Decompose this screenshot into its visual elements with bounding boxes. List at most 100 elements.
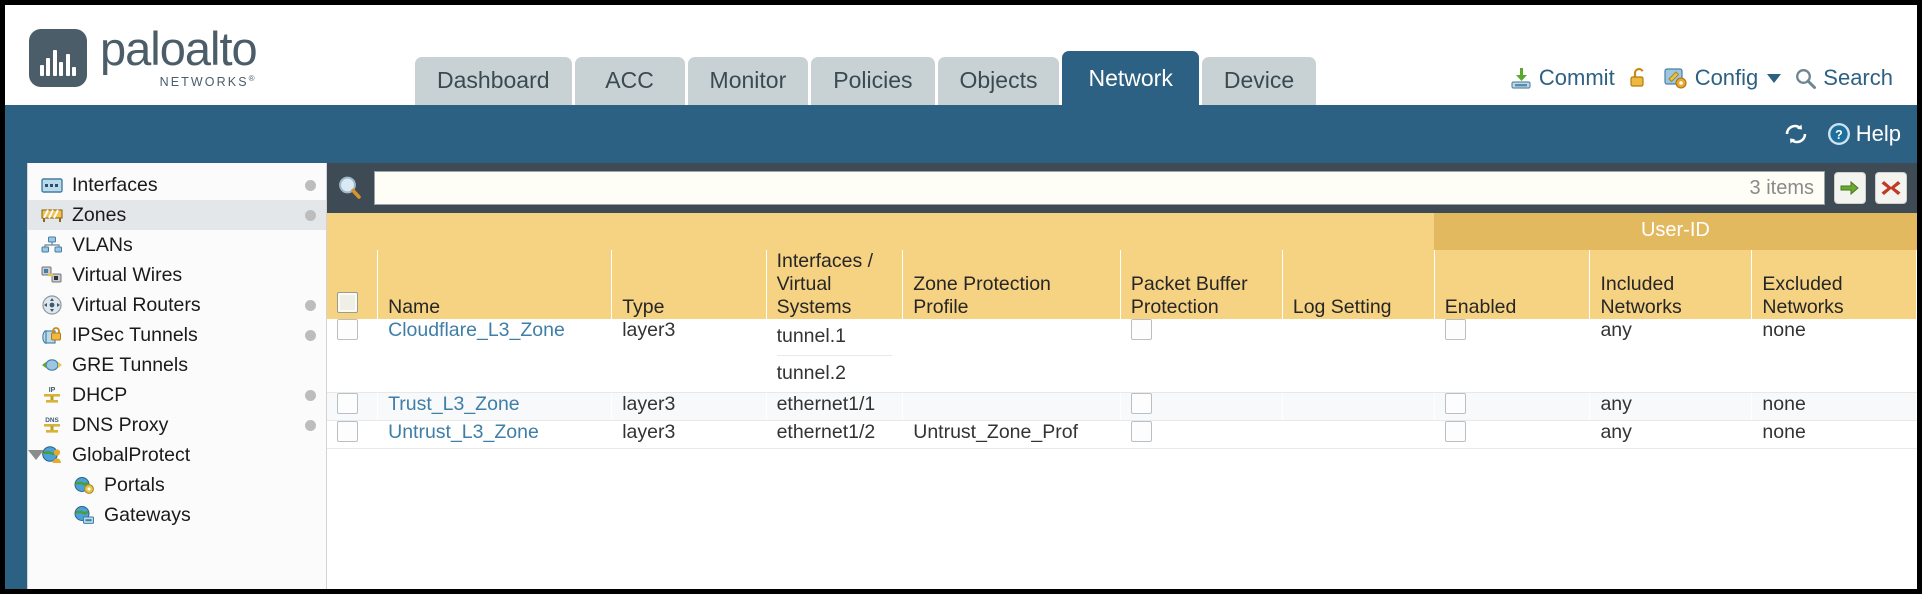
- cell-interfaces: ethernet1/2: [766, 420, 904, 449]
- chevron-down-icon[interactable]: [1767, 73, 1782, 83]
- tab-policies[interactable]: Policies: [811, 57, 935, 105]
- table-row[interactable]: Trust_L3_Zone layer3 ethernet1/1 any non…: [327, 392, 1917, 421]
- gre-tunnels-icon: [40, 355, 64, 375]
- virtual-wires-icon: [40, 265, 64, 285]
- red-x-icon: [1880, 178, 1902, 198]
- sidebar-item-label: DHCP: [72, 383, 128, 406]
- packet-buffer-protection-checkbox[interactable]: [1130, 420, 1152, 442]
- sidebar-item-zones[interactable]: Zones: [28, 200, 326, 230]
- zones-table-scroll[interactable]: User-ID Name Type Interfaces / Virtual S…: [327, 213, 1917, 589]
- cell-packet-buffer-protection: [1120, 420, 1283, 449]
- sidebar-item-label: VLANs: [72, 233, 133, 256]
- sidebar-item-globalprotect[interactable]: GlobalProtect: [28, 440, 326, 470]
- packet-buffer-protection-checkbox[interactable]: [1130, 392, 1152, 414]
- sidebar-item-portals[interactable]: Portals: [28, 470, 326, 500]
- cell-log-setting: [1282, 318, 1435, 393]
- main-nav-tabs: Dashboard ACC Monitor Policies Objects N…: [415, 51, 1317, 105]
- user-id-group-header: User-ID: [1434, 213, 1917, 251]
- table-row[interactable]: Untrust_L3_Zone layer3 ethernet1/2 Untru…: [327, 420, 1917, 449]
- cell-userid-enabled: [1434, 318, 1591, 393]
- chevron-down-icon[interactable]: [28, 450, 44, 460]
- status-dot: [305, 179, 316, 191]
- col-name[interactable]: Name: [377, 250, 613, 319]
- clear-filter-button[interactable]: [1875, 172, 1907, 204]
- sidebar-item-ipsec-tunnels[interactable]: IPSec Tunnels: [28, 320, 326, 350]
- col-userid-enabled[interactable]: Enabled: [1434, 250, 1591, 319]
- sidebar-item-dhcp[interactable]: IP DHCP: [28, 380, 326, 410]
- group-header-row: User-ID: [327, 213, 1917, 251]
- sidebar-item-label: DNS Proxy: [72, 413, 169, 436]
- zone-name-link[interactable]: Trust_L3_Zone: [388, 392, 520, 415]
- refresh-icon[interactable]: [1782, 122, 1810, 146]
- brand-logo: paloalto NETWORKS®: [5, 25, 258, 105]
- config-label: Config: [1694, 65, 1759, 90]
- apply-filter-button[interactable]: [1834, 172, 1866, 204]
- sidebar-item-virtual-wires[interactable]: Virtual Wires: [28, 260, 326, 290]
- sidebar-item-label: Virtual Wires: [72, 263, 183, 286]
- sidebar-item-virtual-routers[interactable]: Virtual Routers: [28, 290, 326, 320]
- help-icon: ?: [1826, 121, 1852, 147]
- tab-monitor[interactable]: Monitor: [687, 57, 809, 105]
- cell-interfaces: ethernet1/1: [766, 392, 904, 421]
- row-checkbox[interactable]: [337, 392, 358, 414]
- tab-objects[interactable]: Objects: [937, 57, 1060, 105]
- portals-icon: [72, 475, 96, 495]
- cell-zone-protection-profile: [902, 318, 1121, 393]
- network-sidebar: Interfaces Zones VLANs Vir: [27, 163, 327, 589]
- sidebar-item-gateways[interactable]: Gateways: [28, 500, 326, 530]
- commit-button[interactable]: Commit: [1509, 65, 1615, 91]
- config-menu[interactable]: Config: [1663, 65, 1782, 91]
- sidebar-item-interfaces[interactable]: Interfaces: [28, 170, 326, 200]
- userid-enabled-checkbox[interactable]: [1444, 318, 1466, 340]
- tab-network[interactable]: Network: [1062, 51, 1199, 105]
- row-checkbox[interactable]: [337, 420, 358, 442]
- select-all-checkbox[interactable]: [337, 292, 358, 314]
- packet-buffer-protection-checkbox[interactable]: [1130, 318, 1152, 340]
- svg-text:?: ?: [1835, 128, 1843, 142]
- col-packet-buffer-protection[interactable]: Packet Buffer Protection: [1120, 250, 1283, 319]
- col-zone-protection-profile[interactable]: Zone Protection Profile: [902, 250, 1121, 319]
- cell-excluded-networks: none: [1751, 420, 1917, 449]
- userid-enabled-checkbox[interactable]: [1444, 420, 1466, 442]
- status-dot: [305, 329, 316, 341]
- search-input[interactable]: 3 items: [374, 171, 1825, 205]
- cell-type: layer3: [611, 318, 767, 393]
- help-button[interactable]: ? Help: [1826, 121, 1901, 147]
- zone-name-link[interactable]: Untrust_L3_Zone: [388, 420, 539, 443]
- col-included-networks[interactable]: Included Networks: [1589, 250, 1753, 319]
- sidebar-item-gre-tunnels[interactable]: GRE Tunnels: [28, 350, 326, 380]
- tab-acc[interactable]: ACC: [574, 57, 685, 105]
- vlans-icon: [40, 235, 64, 255]
- interface-entry: tunnel.2: [776, 361, 846, 384]
- col-type[interactable]: Type: [611, 250, 767, 319]
- search-label: Search: [1823, 65, 1893, 90]
- table-row[interactable]: Cloudflare_L3_Zone layer3 tunnel.1 tunne…: [327, 318, 1917, 393]
- cell-excluded-networks: none: [1751, 392, 1917, 421]
- item-count-label: 3 items: [1749, 176, 1814, 199]
- interfaces-icon: [40, 175, 64, 195]
- cell-interfaces: tunnel.1 tunnel.2: [766, 318, 904, 393]
- unlock-button[interactable]: [1628, 66, 1650, 90]
- zone-name-link[interactable]: Cloudflare_L3_Zone: [388, 318, 565, 341]
- cell-packet-buffer-protection: [1120, 318, 1283, 393]
- zones-panel: 3 items: [327, 163, 1917, 589]
- tab-device[interactable]: Device: [1201, 57, 1317, 105]
- sidebar-item-vlans[interactable]: VLANs: [28, 230, 326, 260]
- sidebar-item-label: GlobalProtect: [72, 443, 191, 466]
- sidebar-item-dns-proxy[interactable]: DNS DNS Proxy: [28, 410, 326, 440]
- green-arrow-icon: [1839, 178, 1861, 198]
- filter-bar: 3 items: [327, 163, 1917, 213]
- col-log-setting[interactable]: Log Setting: [1282, 250, 1435, 319]
- tab-dashboard[interactable]: Dashboard: [415, 57, 572, 105]
- search-button[interactable]: Search: [1794, 65, 1893, 91]
- row-checkbox[interactable]: [337, 318, 358, 340]
- cell-type: layer3: [611, 392, 767, 421]
- unlock-icon: [1628, 66, 1650, 90]
- userid-enabled-checkbox[interactable]: [1444, 392, 1466, 414]
- zones-icon: [40, 205, 64, 225]
- cell-log-setting: [1282, 420, 1435, 449]
- col-interfaces-virtual-systems[interactable]: Interfaces / Virtual Systems: [766, 250, 904, 319]
- col-excluded-networks[interactable]: Excluded Networks: [1751, 250, 1917, 319]
- cell-log-setting: [1282, 392, 1435, 421]
- row-select-cell: [327, 318, 379, 393]
